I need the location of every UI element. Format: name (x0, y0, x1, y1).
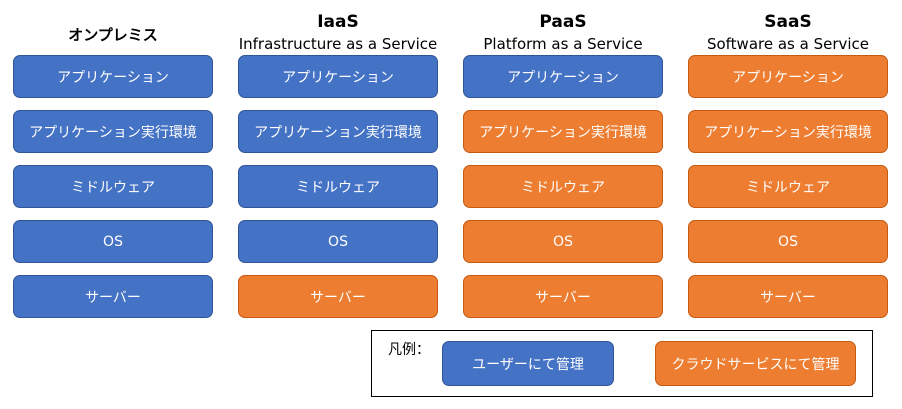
column-title: SaaS (764, 12, 812, 32)
column-subtitle: Software as a Service (706, 35, 870, 53)
layer-box: アプリケーション (13, 55, 213, 98)
layer-box: アプリケーション実行環境 (463, 110, 663, 153)
column-title: IaaS (317, 12, 359, 32)
legend-cloud-managed: クラウドサービスにて管理 (655, 341, 856, 386)
layer-box: アプリケーション (463, 55, 663, 98)
layer-box: OS (688, 220, 888, 263)
layer-box: アプリケーション (688, 55, 888, 98)
layer-box: アプリケーション実行環境 (688, 110, 888, 153)
layer-box: サーバー (688, 275, 888, 318)
layer-box: ミドルウェア (688, 165, 888, 208)
layer-box: アプリケーション実行環境 (13, 110, 213, 153)
layer-box: ミドルウェア (238, 165, 438, 208)
column-subtitle: Infrastructure as a Service (238, 35, 438, 53)
layer-box: ミドルウェア (13, 165, 213, 208)
layer-box: OS (463, 220, 663, 263)
layer-box: サーバー (463, 275, 663, 318)
column-subtitle: Platform as a Service (483, 35, 643, 53)
column-title: PaaS (539, 12, 587, 32)
layer-box: アプリケーション実行環境 (238, 110, 438, 153)
legend-user-managed: ユーザーにて管理 (442, 341, 614, 386)
layer-box: OS (13, 220, 213, 263)
layer-box: サーバー (238, 275, 438, 318)
legend: 凡例： ユーザーにて管理 クラウドサービスにて管理 (371, 330, 873, 397)
column-title: オンプレミス (68, 26, 158, 44)
legend-label: 凡例： (388, 342, 430, 358)
layer-box: サーバー (13, 275, 213, 318)
layer-box: アプリケーション (238, 55, 438, 98)
layer-box: OS (238, 220, 438, 263)
layer-box: ミドルウェア (463, 165, 663, 208)
